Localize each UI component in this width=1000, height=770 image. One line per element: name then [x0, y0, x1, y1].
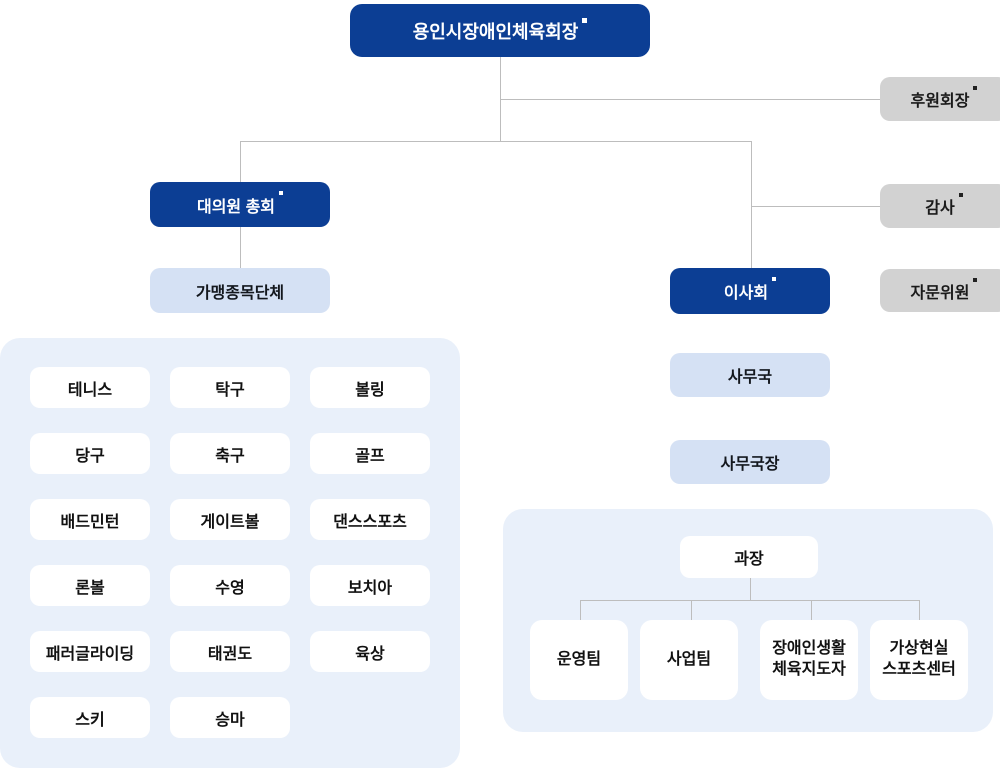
sport-label: 댄스스포츠 — [333, 513, 407, 531]
sport-box: 패러글라이딩 — [30, 631, 150, 672]
sport-box: 승마 — [170, 697, 290, 738]
node-affiliated-org: 가맹종목단체 — [150, 268, 330, 313]
sport-box: 골프 — [310, 433, 430, 474]
sport-box: 육상 — [310, 631, 430, 672]
sport-label: 론볼 — [75, 579, 105, 597]
node-auditor-label: 감사 — [925, 200, 955, 217]
sport-box: 축구 — [170, 433, 290, 474]
node-secretariat-head-label: 사무국장 — [720, 456, 780, 473]
node-board: 이사회 — [670, 268, 830, 314]
sport-box: 수영 — [170, 565, 290, 606]
node-sponsor-chair: 후원회장 — [880, 77, 1000, 121]
sport-box: 테니스 — [30, 367, 150, 408]
team-label: 장애인생활 — [772, 640, 846, 658]
node-secretariat: 사무국 — [670, 353, 830, 397]
team-box-operations: 운영팀 — [530, 620, 628, 700]
node-assembly-label: 대의원 총회 — [196, 198, 276, 216]
info-marker-icon — [582, 18, 588, 23]
node-president-label: 용인시장애인체육회장 — [412, 21, 579, 42]
sport-box: 탁구 — [170, 367, 290, 408]
sport-label: 볼링 — [355, 381, 385, 399]
node-secretariat-label: 사무국 — [727, 369, 773, 386]
sport-label: 축구 — [215, 447, 245, 465]
sport-label: 테니스 — [67, 381, 113, 399]
info-marker-icon — [973, 278, 978, 282]
sport-label: 태권도 — [207, 645, 253, 663]
sport-label: 탁구 — [215, 381, 245, 399]
node-president: 용인시장애인체육회장 — [350, 4, 650, 57]
connector-main-horizontal — [240, 141, 751, 142]
team-label: 가상현실 — [889, 640, 949, 658]
team-label-line2: 체육지도자 — [772, 661, 846, 678]
node-manager: 과장 — [680, 536, 818, 578]
info-marker-icon — [973, 86, 978, 90]
sport-box: 배드민턴 — [30, 499, 150, 540]
sport-box: 당구 — [30, 433, 150, 474]
sport-label: 패러글라이딩 — [45, 645, 135, 663]
sport-label: 게이트볼 — [200, 513, 260, 531]
node-advisor-label: 자문위원 — [910, 284, 970, 302]
connector-team-drop — [919, 600, 920, 620]
node-board-label: 이사회 — [723, 285, 769, 302]
sport-label: 스키 — [75, 711, 105, 729]
connector-manager-vertical — [750, 578, 751, 600]
sport-label: 보치아 — [347, 579, 393, 597]
node-secretariat-head: 사무국장 — [670, 440, 830, 484]
node-assembly: 대의원 총회 — [150, 182, 330, 227]
connector-team-drop — [580, 600, 581, 620]
sport-box: 보치아 — [310, 565, 430, 606]
connector-assembly-to-affiliates — [240, 227, 241, 268]
team-label: 운영팀 — [556, 650, 602, 668]
sport-label: 당구 — [75, 447, 105, 465]
sport-label: 승마 — [215, 711, 245, 729]
sport-box: 태권도 — [170, 631, 290, 672]
node-auditor: 감사 — [880, 184, 1000, 228]
connector-team-drop — [691, 600, 692, 620]
sport-label: 육상 — [355, 645, 385, 663]
sport-box: 스키 — [30, 697, 150, 738]
info-marker-icon — [279, 191, 284, 195]
team-label-line2: 스포츠센터 — [882, 661, 956, 678]
sport-box: 게이트볼 — [170, 499, 290, 540]
sport-label: 수영 — [215, 579, 245, 597]
connector-to-assembly — [240, 141, 241, 182]
node-advisor: 자문위원 — [880, 269, 1000, 312]
sport-box: 볼링 — [310, 367, 430, 408]
team-label: 사업팀 — [666, 650, 712, 668]
team-box-business: 사업팀 — [640, 620, 738, 700]
info-marker-icon — [958, 193, 963, 197]
node-manager-label: 과장 — [734, 551, 764, 568]
info-marker-icon — [772, 277, 777, 281]
connector-teams-horizontal — [580, 600, 919, 601]
connector-to-sponsor-chair — [500, 99, 880, 100]
affiliated-sports-panel: 테니스 탁구 볼링 당구 축구 골프 배드민턴 게이트볼 댄스스포츠 론볼 수영… — [0, 338, 460, 768]
connector-team-drop — [811, 600, 812, 620]
connector-to-board — [751, 141, 752, 268]
sport-label: 골프 — [355, 447, 385, 465]
node-sponsor-chair-label: 후원회장 — [910, 93, 970, 110]
sport-label: 배드민턴 — [60, 513, 120, 531]
sport-box: 댄스스포츠 — [310, 499, 430, 540]
connector-to-auditor — [751, 206, 880, 207]
team-box-vr-sports-center: 가상현실 스포츠센터 — [870, 620, 968, 700]
team-box-sports-instructors: 장애인생활 체육지도자 — [760, 620, 858, 700]
sport-box: 론볼 — [30, 565, 150, 606]
node-affiliated-org-label: 가맹종목단체 — [195, 284, 285, 302]
